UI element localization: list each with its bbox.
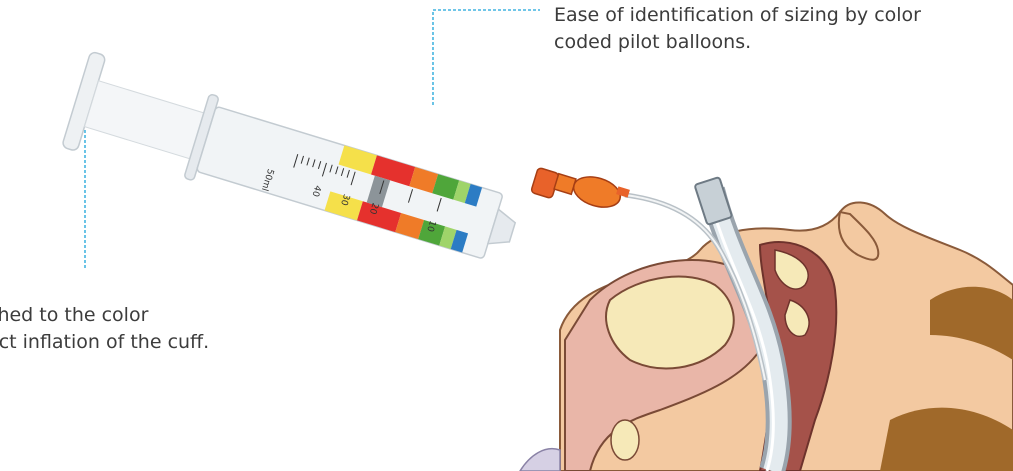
syringe-icon: 50ml 40 30 20 10 [62, 51, 527, 280]
plunger-rod [85, 81, 204, 159]
tube-connector [694, 177, 732, 225]
trachea-ring [611, 420, 639, 460]
esophagus [520, 449, 560, 471]
tongue [606, 277, 734, 369]
callout-left-text: ched to the color ect inflation of the c… [0, 302, 209, 356]
callout-top-text: Ease of identification of sizing by colo… [554, 2, 921, 56]
pilot-balloon-icon [531, 167, 630, 212]
callout-top-line-2: coded pilot balloons. [554, 29, 921, 56]
callout-top-line-1: Ease of identification of sizing by colo… [554, 2, 921, 29]
valve-neck [554, 174, 576, 195]
callout-left-line-1: ched to the color [0, 302, 209, 329]
callout-line-top [433, 10, 540, 105]
valve-connector [531, 167, 560, 198]
pilot-balloon [570, 172, 624, 213]
callout-left-line-2: ect inflation of the cuff. [0, 329, 209, 356]
